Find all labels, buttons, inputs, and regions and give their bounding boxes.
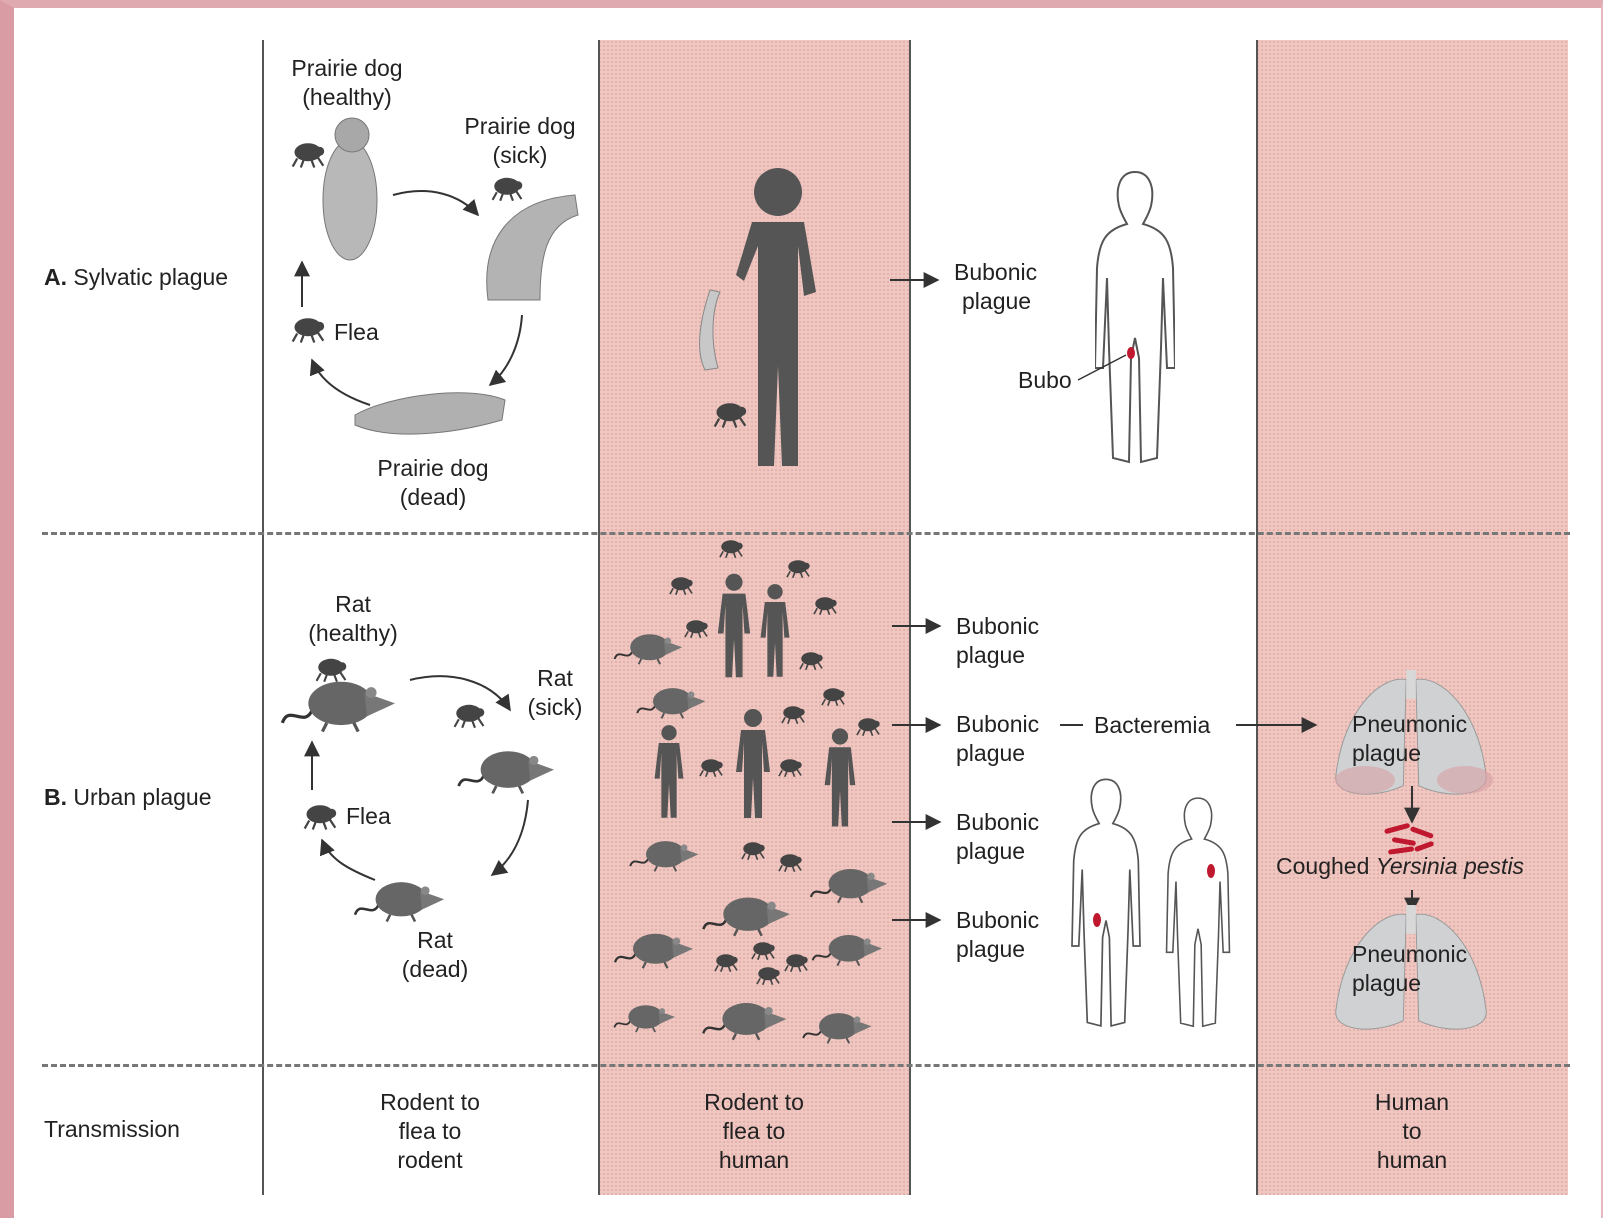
label-line: flea to bbox=[360, 1117, 500, 1146]
pneumonic-plague-label-2: Pneumonic plague bbox=[1352, 940, 1467, 998]
bacteremia-label: Bacteremia bbox=[1094, 711, 1210, 740]
label-line: Bubonic bbox=[954, 258, 1037, 287]
label-line: (healthy) bbox=[283, 619, 423, 648]
pneumonic-plague-label-1: Pneumonic plague bbox=[1352, 710, 1467, 768]
bubonic-plague-label-1: Bubonic plague bbox=[956, 612, 1039, 670]
flea-label: Flea bbox=[334, 318, 379, 347]
label-line: rodent bbox=[360, 1146, 500, 1175]
bubo-icon bbox=[1127, 347, 1135, 359]
label-line: plague bbox=[954, 287, 1037, 316]
label-line: human bbox=[684, 1146, 824, 1175]
label-line: plague bbox=[956, 935, 1039, 964]
label-line: (sick) bbox=[445, 141, 595, 170]
label-line: Rodent to bbox=[684, 1088, 824, 1117]
label-line: Prairie dog bbox=[445, 112, 595, 141]
transmission-rodent-flea-human: Rodent to flea to human bbox=[684, 1088, 824, 1175]
human-outline-icon bbox=[1095, 172, 1175, 462]
label-line: Rodent to bbox=[360, 1088, 500, 1117]
coughed-text: Coughed bbox=[1276, 853, 1376, 879]
rat-dead-icon bbox=[355, 882, 444, 921]
label-line: Prairie dog bbox=[272, 54, 422, 83]
label-line: (healthy) bbox=[272, 83, 422, 112]
coughed-yersinia-label: Coughed Yersinia pestis bbox=[1276, 852, 1524, 881]
flea-icon bbox=[317, 659, 347, 682]
label-line: flea to bbox=[684, 1117, 824, 1146]
flea-icon bbox=[715, 403, 747, 427]
label-line: Rat bbox=[520, 664, 590, 693]
label-line: Bubonic bbox=[956, 710, 1039, 739]
bubo-label: Bubo bbox=[1018, 366, 1072, 395]
transmission-human-human: Human to human bbox=[1342, 1088, 1482, 1175]
label-line: (dead) bbox=[395, 955, 475, 984]
label-line: plague bbox=[1352, 969, 1467, 998]
label-line: plague bbox=[956, 739, 1039, 768]
flea-icon bbox=[293, 318, 325, 342]
prairie-dog-sick-label: Prairie dog (sick) bbox=[445, 112, 595, 170]
prairie-dog-healthy-icon bbox=[323, 118, 377, 260]
label-line: Pneumonic bbox=[1352, 940, 1467, 969]
label-line: Prairie dog bbox=[358, 454, 508, 483]
flea-icon bbox=[493, 178, 523, 201]
bubo-icon bbox=[1093, 913, 1101, 927]
label-line: Rat bbox=[283, 590, 423, 619]
rat-sick-label: Rat (sick) bbox=[520, 664, 590, 722]
bubonic-plague-label-4: Bubonic plague bbox=[956, 906, 1039, 964]
label-line: Rat bbox=[395, 926, 475, 955]
label-line: (sick) bbox=[520, 693, 590, 722]
bubonic-plague-label-3: Bubonic plague bbox=[956, 808, 1039, 866]
label-line: human bbox=[1342, 1146, 1482, 1175]
label-line: Human bbox=[1342, 1088, 1482, 1117]
label-line: (dead) bbox=[358, 483, 508, 512]
rat-healthy-icon bbox=[282, 682, 395, 732]
label-line: Bubonic bbox=[956, 906, 1039, 935]
label-line: plague bbox=[956, 837, 1039, 866]
rat-dead-label: Rat (dead) bbox=[395, 926, 475, 984]
prairie-dog-dead-label: Prairie dog (dead) bbox=[358, 454, 508, 512]
label-line: Bubonic bbox=[956, 808, 1039, 837]
yersinia-pestis-text: Yersinia pestis bbox=[1376, 853, 1524, 879]
flea-icon bbox=[305, 805, 337, 829]
woman-outline-icon bbox=[1167, 798, 1230, 1026]
prairie-dog-sick-icon bbox=[487, 195, 578, 300]
flea-label: Flea bbox=[346, 802, 391, 831]
prairie-dog-dead-icon bbox=[355, 393, 505, 434]
yersinia-pestis-bacteria-icon bbox=[1384, 823, 1434, 855]
bubonic-plague-label-2: Bubonic plague bbox=[956, 710, 1039, 768]
bubonic-plague-label: Bubonic plague bbox=[954, 258, 1037, 316]
prairie-dog-healthy-label: Prairie dog (healthy) bbox=[272, 54, 422, 112]
flea-icon bbox=[293, 143, 325, 167]
rats-and-people-crowd-icon bbox=[614, 540, 887, 1043]
transmission-rodent-flea-rodent: Rodent to flea to rodent bbox=[360, 1088, 500, 1175]
rat-healthy-label: Rat (healthy) bbox=[283, 590, 423, 648]
label-line: Pneumonic bbox=[1352, 710, 1467, 739]
label-line: to bbox=[1342, 1117, 1482, 1146]
label-line: plague bbox=[1352, 739, 1467, 768]
label-line: Bubonic bbox=[956, 612, 1039, 641]
rat-sick-icon bbox=[459, 751, 554, 793]
label-line: plague bbox=[956, 641, 1039, 670]
bubo-icon bbox=[1207, 864, 1215, 878]
man-outline-icon bbox=[1072, 779, 1140, 1026]
flea-icon bbox=[455, 705, 485, 728]
